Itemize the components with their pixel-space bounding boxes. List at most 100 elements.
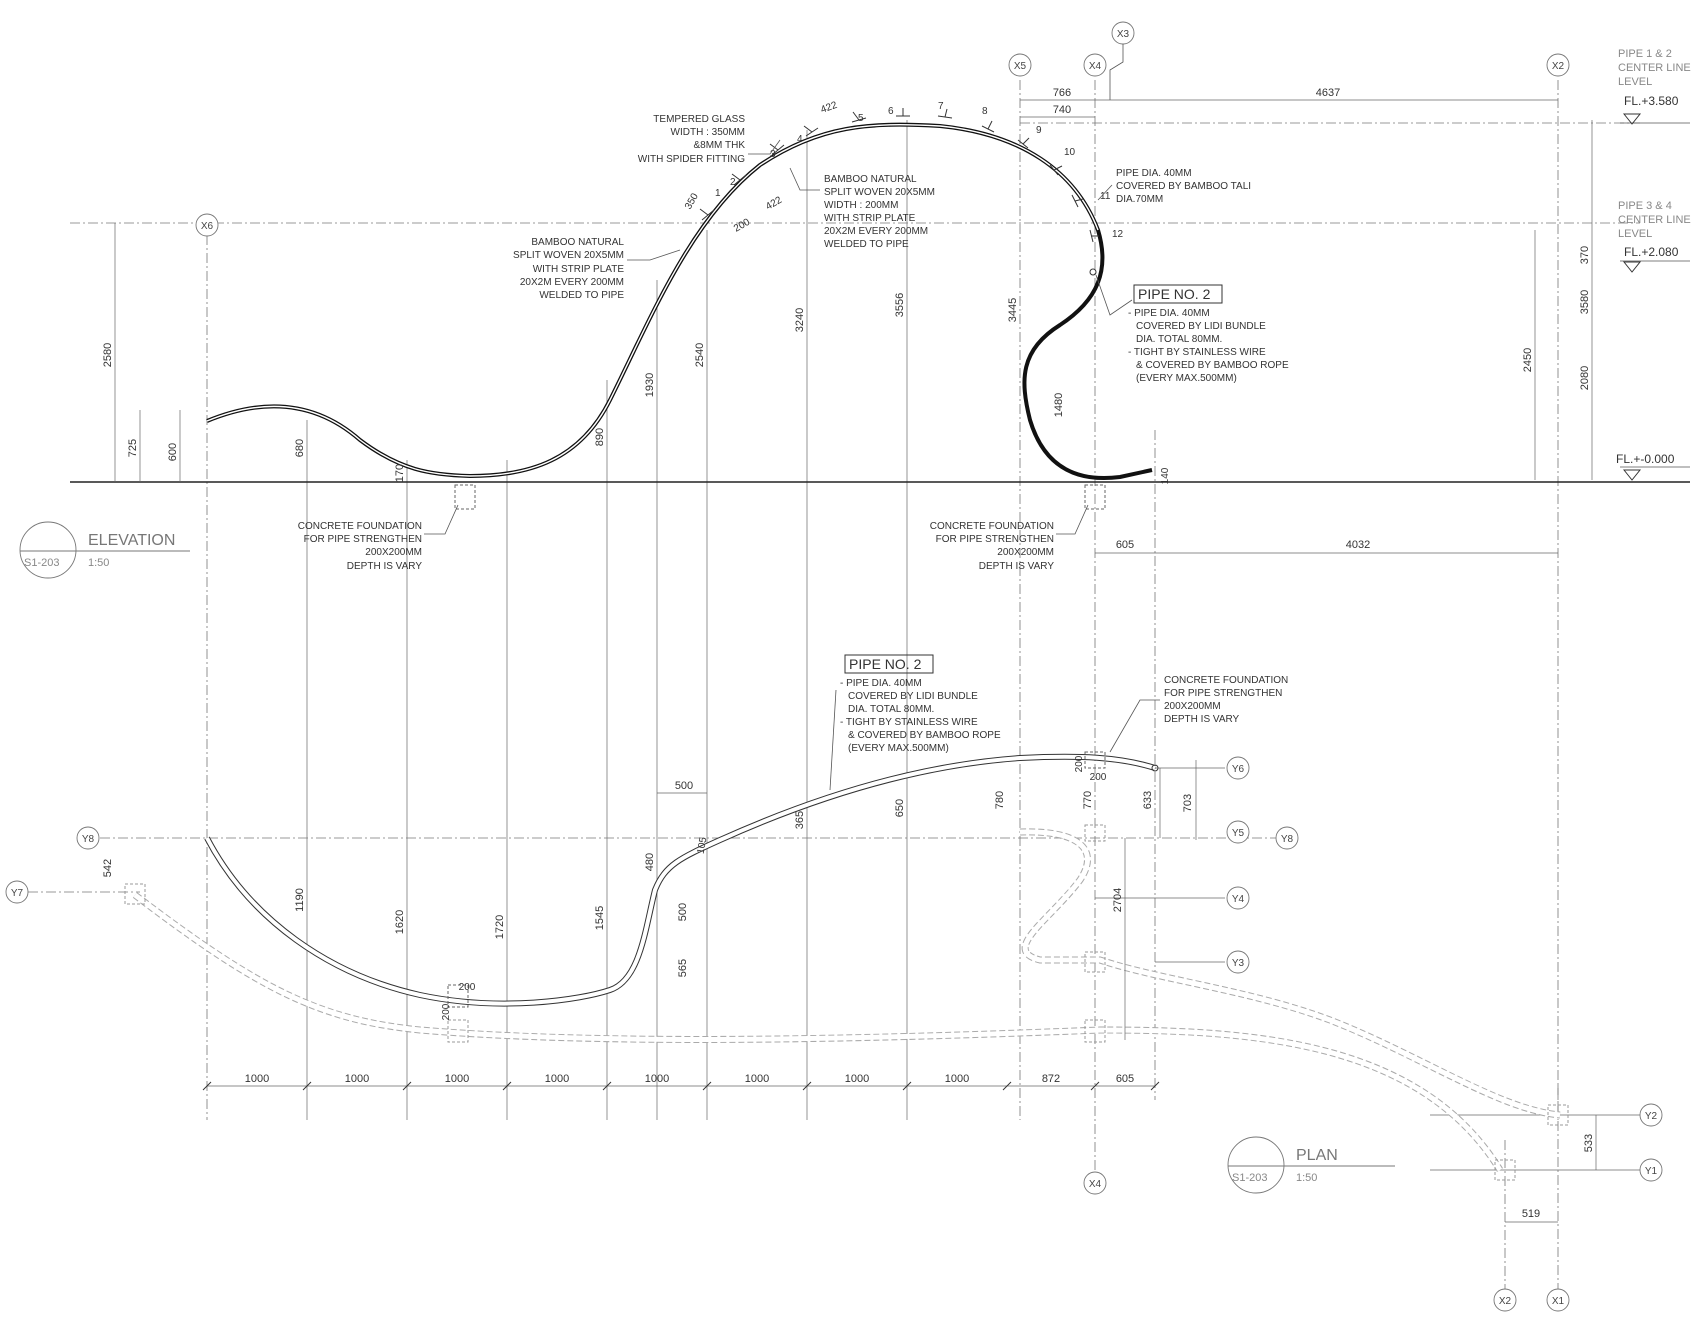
dim-text: 1000: [845, 1073, 869, 1085]
note-line: COVERED BY BAMBOO TALI: [1116, 181, 1251, 192]
panel-number: 7: [938, 101, 944, 112]
grid-bubble-label: Y8: [82, 834, 95, 845]
note-line: DIA. TOTAL 80MM.: [1136, 334, 1222, 345]
glass-panel-marker: [896, 108, 910, 117]
grid-bubble-y8-left: Y8: [76, 826, 100, 850]
note-line: SPLIT WOVEN 20X5MM: [824, 187, 935, 198]
note-line: TEMPERED GLASS: [653, 114, 745, 125]
grid-bubble-x5: X5: [1008, 53, 1032, 77]
view-scale: 1:50: [1296, 1172, 1317, 1184]
grid-bubble-label: Y6: [1232, 764, 1245, 775]
elevation-dimensions: 766 740 4637 422 422 350 200 2580 725 60…: [102, 87, 1591, 554]
note-line: WIDTH : 200MM: [824, 200, 898, 211]
grid-bubble-x2-plan: X2: [1493, 1288, 1517, 1312]
dim-text: 170: [394, 464, 406, 482]
note-line: 200X200MM: [1164, 701, 1221, 712]
grid-bubble-x4-plan: X4: [1083, 1171, 1107, 1195]
glass-panel-marker: [731, 173, 747, 186]
elevation-reference-lines: [206, 80, 1593, 1170]
grid-bubble-label: Y7: [11, 888, 24, 899]
leader-line: [627, 249, 681, 261]
grid-bubble-y8-right: Y8: [1275, 826, 1299, 850]
dim-text: 1480: [1053, 393, 1065, 417]
ghost-pipe-inner: [133, 893, 1503, 1172]
leader-line: [1097, 184, 1113, 201]
foundation-marker: [124, 883, 146, 905]
note-line: CONCRETE FOUNDATION: [1164, 675, 1288, 686]
level-value: FL.+-0.000: [1616, 452, 1675, 466]
level-marker-0000: FL.+-0.000: [1616, 452, 1675, 481]
ghost-pipe: [1019, 828, 1561, 1119]
note-line: - TIGHT BY STAINLESS WIRE: [1128, 347, 1266, 358]
note-line: DEPTH IS VARY: [347, 561, 423, 572]
panel-number: 3: [770, 149, 776, 160]
pipe-end: [1151, 764, 1159, 772]
grid-bubble-x6: X6: [195, 213, 219, 237]
grid-bubble-y5: Y5: [1226, 820, 1250, 844]
note-line: (EVERY MAX.500MM): [1136, 373, 1237, 384]
grid-bubble-label: Y3: [1232, 958, 1245, 969]
dim-text: 140: [1160, 467, 1171, 484]
dim-text: 605: [1116, 539, 1134, 551]
dim-text: 2580: [102, 343, 114, 367]
dim-text: 350: [683, 191, 701, 211]
grid-bubble-label: X4: [1089, 1179, 1102, 1190]
view-title: ELEVATION: [88, 532, 175, 549]
level-caption: LEVEL: [1618, 76, 1652, 88]
pipe-centerline: [205, 754, 1156, 1006]
glass-panel-marker: [803, 125, 819, 137]
panel-number: 2: [730, 177, 736, 188]
note-pipe-no2-plan: PIPE NO. 2 - PIPE DIA. 40MM COVERED BY L…: [840, 654, 1001, 754]
glass-panel-marker: [981, 120, 995, 133]
foundation-marker: [1084, 751, 1106, 769]
pipe-tag-box: [1133, 284, 1223, 304]
note-line: CONCRETE FOUNDATION: [298, 521, 422, 532]
foundation-marker: [447, 984, 469, 1008]
grid-bubble-y3: Y3: [1226, 950, 1250, 974]
foundation-marker: [1084, 1019, 1106, 1043]
elevation-title-block: ELEVATION S1-203 1:50: [19, 521, 190, 579]
note-line: (EVERY MAX.500MM): [848, 743, 949, 754]
note-line: WELDED TO PIPE: [824, 239, 909, 250]
grid-bubble-x4: X4: [1083, 53, 1107, 77]
grid-bubble-y6: Y6: [1226, 756, 1250, 780]
leader-line: [1109, 699, 1160, 753]
glass-panel-marker: [1089, 229, 1099, 243]
grid-bubble-label: Y1: [1645, 1166, 1658, 1177]
dim-text: 633: [1142, 791, 1154, 809]
panel-number: 10: [1064, 147, 1076, 158]
note-line: WELDED TO PIPE: [539, 290, 624, 301]
panel-number: 8: [982, 106, 988, 117]
level-caption: PIPE 1 & 2: [1618, 48, 1672, 60]
plan-pipe: [204, 751, 1159, 1008]
leader-line: [829, 689, 837, 791]
dim-text: 200: [441, 1003, 452, 1020]
dim-text: 1720: [494, 915, 506, 939]
leader-line: [1109, 44, 1124, 100]
note-line: FOR PIPE STRENGTHEN: [936, 534, 1054, 545]
pipe-joint: [1089, 268, 1097, 276]
dim-text: 200: [1074, 755, 1085, 772]
dim-text: 703: [1182, 794, 1194, 812]
grid-bubble-y1: Y1: [1639, 1158, 1663, 1182]
pipe-tag-box: [844, 654, 934, 674]
sheet-reference: S1-203: [24, 557, 59, 569]
dim-text: 780: [994, 791, 1006, 809]
dim-text: 1000: [645, 1073, 669, 1085]
dim-text: 2540: [694, 343, 706, 367]
level-marker-2080: PIPE 3 & 4 CENTER LINE LEVEL FL.+2.080: [1618, 200, 1691, 273]
glass-panel-marker: [769, 143, 785, 156]
glass-panel-marker: [937, 108, 953, 119]
note-foundation-plan: CONCRETE FOUNDATION FOR PIPE STRENGTHEN …: [1164, 675, 1288, 725]
note-line: FOR PIPE STRENGTHEN: [304, 534, 422, 545]
note-line: BAMBOO NATURAL: [824, 174, 917, 185]
note-line: 20X2M EVERY 200MM: [520, 277, 624, 288]
elevation-levels: PIPE 1 & 2 CENTER LINE LEVEL FL.+3.580 P…: [1616, 48, 1691, 481]
dim-text: 3445: [1007, 298, 1019, 322]
level-triangle-icon: [1622, 113, 1642, 125]
elevation-grid-bubbles: X6 X5 X4 X3 X2: [195, 21, 1570, 237]
dim-text: 4637: [1316, 87, 1340, 99]
elevation-notes: TEMPERED GLASS WIDTH : 350MM &8MM THK WI…: [298, 114, 1289, 572]
plan-view: Y8 Y7 Y6 Y5 Y8 Y4 Y3 X4 Y2 Y1 X2 X1 PIPE…: [5, 654, 1663, 1312]
dim-text: 725: [127, 439, 139, 457]
